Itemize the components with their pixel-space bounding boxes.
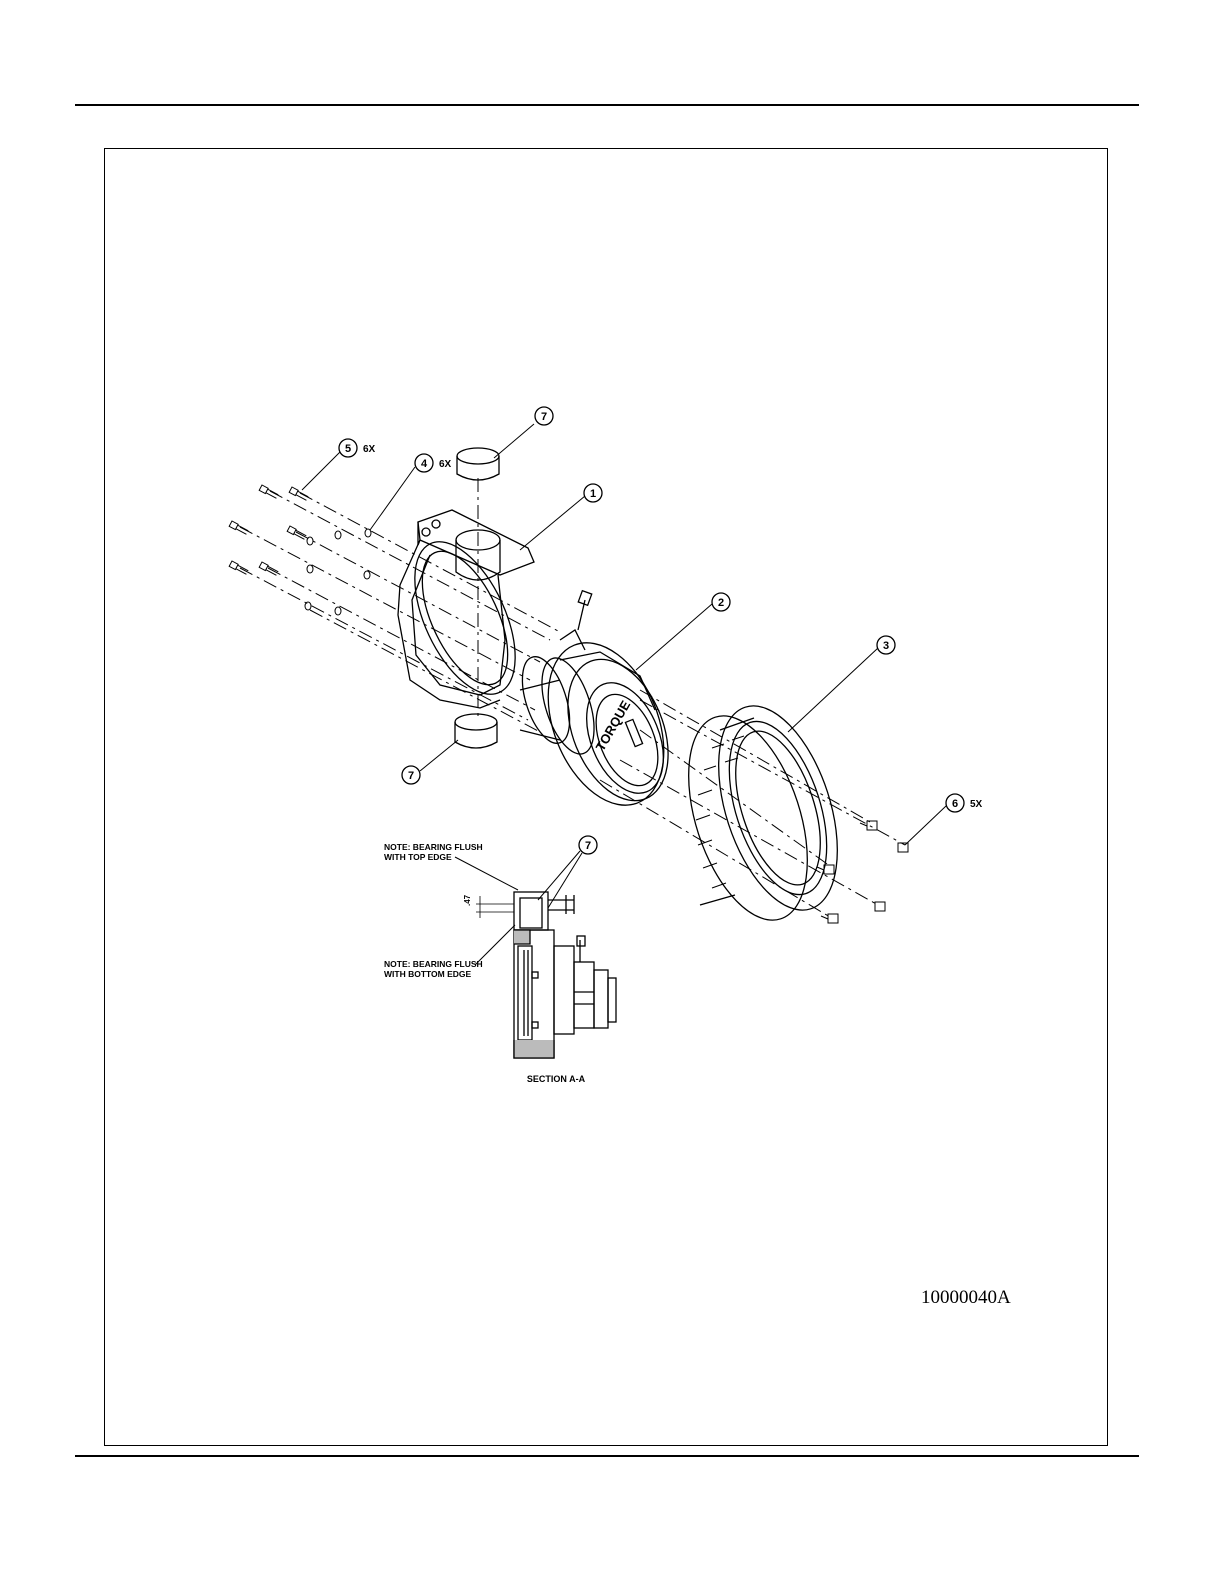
section-a-a-view: 7 NOTE: BEARING FLUSH WITH TOP EDGE NOTE… [384,836,616,1084]
svg-text:4: 4 [421,458,428,470]
balloon-1: 1 [584,484,602,502]
bolts-item-5 [229,485,309,576]
svg-text:6X: 6X [439,459,452,470]
balloon-7-top: 7 [535,407,553,425]
drive-motor-hub-item-2: TORQUE [513,591,687,823]
svg-text:6: 6 [952,798,958,810]
balloon-3: 3 [877,636,895,654]
drawing-number: 10000040A [921,1287,1011,1309]
svg-text:5: 5 [345,443,351,455]
balloon-2: 2 [712,593,730,611]
svg-text:7: 7 [585,840,591,852]
bearing-item-7-top [457,448,499,480]
svg-text:7: 7 [541,411,547,423]
svg-text:2: 2 [718,597,724,609]
yoke-bracket-item-1 [394,510,536,709]
note-top-line1: NOTE: BEARING FLUSH [384,842,483,852]
assembly-axis-lines [240,478,905,917]
balloon-6: 6 5X [946,794,983,812]
note-top-line2: WITH TOP EDGE [384,852,452,862]
note-bottom-line1: NOTE: BEARING FLUSH [384,959,483,969]
section-label: SECTION A-A [527,1074,586,1084]
svg-text:5X: 5X [970,799,983,810]
svg-text:1: 1 [590,488,596,500]
balloon-5: 5 6X [339,439,376,457]
svg-text:6X: 6X [363,444,376,455]
dimension-label: .47 [463,894,472,906]
note-bottom-line2: WITH BOTTOM EDGE [384,969,472,979]
tire-item-3 [666,691,860,935]
bearing-item-7-bottom [455,714,497,748]
balloon-7-bottom: 7 [402,766,420,784]
balloon-4: 4 6X [415,454,452,472]
footer-rule [75,1455,1139,1457]
svg-text:3: 3 [883,640,889,652]
balloon-7-section: 7 [579,836,597,854]
svg-text:7: 7 [408,770,414,782]
lug-nuts-item-6 [817,821,908,923]
leader-lines [302,424,946,845]
